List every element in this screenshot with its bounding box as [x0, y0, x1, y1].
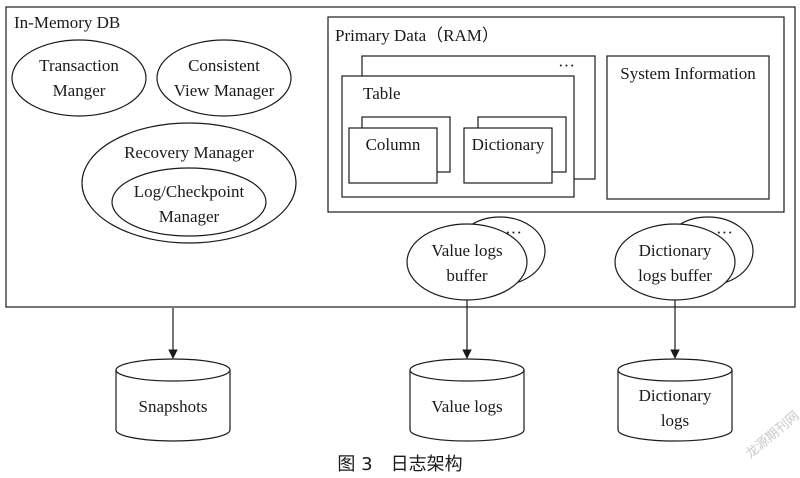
transaction-manager-ellipse — [11, 39, 147, 117]
system-information-label: System Information — [620, 64, 756, 83]
table-stack-ellipsis: ··· — [558, 56, 575, 75]
dictionary-logs-cylinder — [617, 358, 733, 442]
snapshots-label: Snapshots — [139, 397, 208, 416]
log-checkpoint-manager-ellipse — [111, 167, 267, 237]
watermark: 龙源期刊网 — [743, 409, 800, 462]
dictionary-logs-label-line1: Dictionary — [639, 386, 712, 405]
consistent-view-manager-label-line2: View Manager — [174, 81, 275, 100]
consistent-view-manager-ellipse — [156, 39, 292, 117]
value-logs-cylinder — [409, 358, 525, 442]
dictionary-logs-buffer-label-line2: logs buffer — [638, 266, 712, 285]
transaction-manager-label-line2: Manger — [53, 81, 106, 100]
value-logs-buffer-ellipse — [406, 223, 528, 301]
dictionary-logs-buffer-ellipse — [614, 223, 736, 301]
figure-caption: 图 3 日志架构 — [337, 454, 462, 475]
recovery-manager-label: Recovery Manager — [124, 143, 254, 162]
in-memory-db-label: In-Memory DB — [14, 13, 120, 32]
snapshots-cylinder — [115, 358, 231, 442]
column-box — [348, 127, 438, 184]
table-label: Table — [363, 84, 401, 103]
log-checkpoint-manager-label-line1: Log/Checkpoint — [134, 182, 245, 201]
log-checkpoint-manager-label-line2: Manager — [159, 207, 220, 226]
column-label: Column — [366, 135, 421, 154]
dictionary-label: Dictionary — [472, 135, 545, 154]
system-information-box — [606, 55, 770, 200]
consistent-view-manager-label-line1: Consistent — [188, 56, 260, 75]
primary-data-label: Primary Data（RAM） — [335, 26, 499, 45]
value-logs-buffer-label-line2: buffer — [446, 266, 488, 285]
dictionary-logs-label-line2: logs — [661, 411, 689, 430]
dictionary-logs-buffer-label-line1: Dictionary — [639, 241, 712, 260]
value-logs-buffer-label-line1: Value logs — [431, 241, 502, 260]
value-logs-label: Value logs — [431, 397, 502, 416]
transaction-manager-label-line1: Transaction — [39, 56, 119, 75]
dictionary-box — [463, 127, 553, 184]
